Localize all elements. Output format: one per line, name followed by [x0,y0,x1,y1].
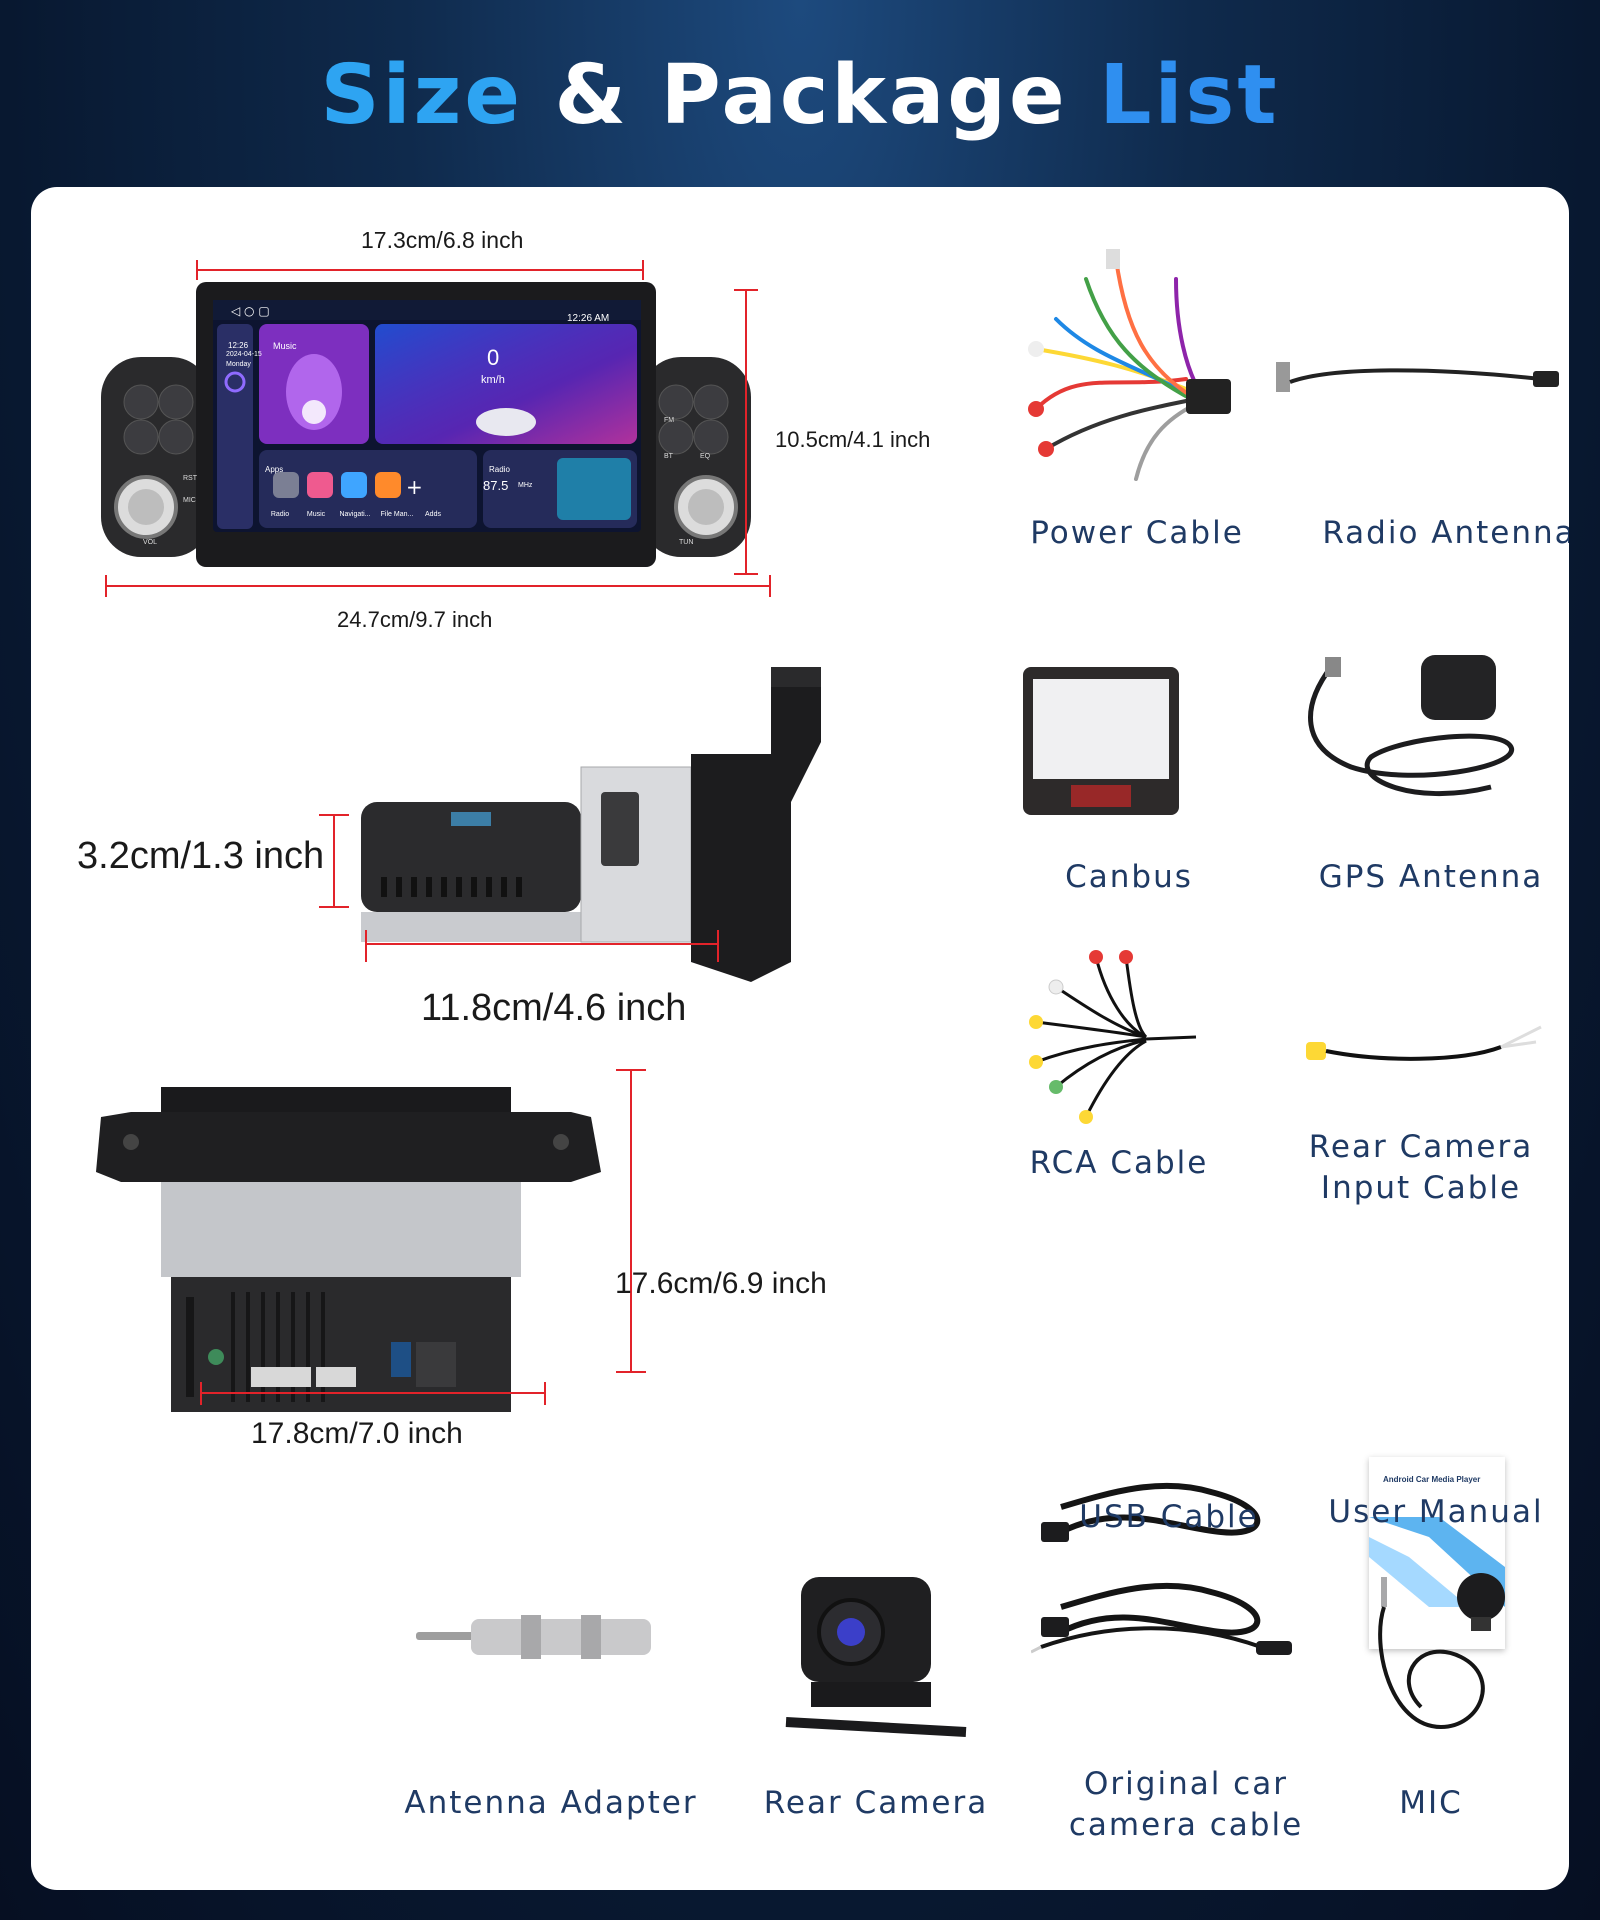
label-antenna-adapter: Antenna Adapter [404,1785,698,1821]
label-radio-antenna: Radio Antenna [1322,515,1569,551]
dim-top-width: 17.3cm/6.8 inch [361,227,524,253]
canbus-image [1023,667,1179,815]
label-mic: MIC [1399,1785,1463,1821]
screen-radio-label: Radio [489,465,510,474]
head-unit-side-image [361,667,821,982]
label-original-car-camera-cable: Original car camera cable [1046,1764,1326,1846]
label-rca-cable: RCA Cable [1029,1145,1209,1181]
btn-eq-label: EQ [700,453,711,460]
original-car-camera-cable-image [1031,1626,1292,1655]
gps-antenna-image [1308,655,1514,797]
front-height-dimension [734,289,758,575]
dim-side-height: 3.2cm/1.3 inch [77,835,325,877]
label-rear-camera-input-cable: Rear Camera Input Cable [1271,1127,1569,1209]
svg-text:◁ ○ ▢: ◁ ○ ▢ [230,304,270,318]
title-list: List [1099,48,1280,143]
label-original-car-camera-line2: camera cable [1068,1807,1304,1843]
dim-bottom-width: 24.7cm/9.7 inch [337,607,493,632]
app-navigation-label: Navigati... [339,511,371,518]
label-canbus: Canbus [1065,859,1193,895]
dim-back-width: 17.8cm/7.0 inch [251,1417,463,1450]
screen-speed-unit: km/h [481,374,505,386]
screen-time: 12:26 AM [567,313,610,324]
label-rear-camera-input-line2: Input Cable [1320,1170,1522,1206]
btn-rst-label: RST [183,475,197,482]
manual-cover-graphic [1369,1517,1505,1607]
app-radio-label: Radio [270,511,290,518]
dim-depth: 11.8cm/4.6 inch [421,987,687,1029]
head-unit-back-image [96,1087,601,1412]
manual-title: Android Car Media Player [1383,1475,1481,1484]
screen-apps-label: Apps [265,465,284,474]
rca-cable-image [1029,950,1197,1124]
back-dimension-lines [200,1069,646,1405]
label-power-cable: Power Cable [1030,515,1244,551]
title-package: Package [660,48,1068,143]
usb-cable-image [1041,1482,1261,1637]
label-original-car-camera-line1: Original car [1084,1766,1288,1802]
label-rear-camera: Rear Camera [763,1785,989,1821]
radio-antenna-image [1276,362,1559,392]
head-unit-front-image: ◁ ○ ▢ + [101,282,751,567]
app-file-manager-label: File Man... [380,511,414,518]
screen-weekday: Monday [226,361,251,368]
app-adds-label: Adds [425,511,441,518]
mic-image [1378,1573,1505,1730]
screen-app-row: Radio Music Navigati... File Man... Adds [265,511,495,518]
btn-vol-label: VOL [143,539,158,546]
title-size: Size [320,48,523,143]
screen-speed: 0 [487,345,500,370]
screen-date: 2024-04-15 [226,351,262,358]
front-bottom-width-dimension [105,575,771,597]
antenna-adapter-image [416,1615,651,1659]
btn-bt-label: BT [664,453,673,460]
rear-camera-image [785,1577,967,1737]
svg-text:+: + [406,475,423,499]
screen-clock-small: 12:26 [228,341,249,350]
rear-camera-input-cable-image [1306,1025,1542,1061]
screen-music-label: Music [273,341,297,351]
page-title: Size & Package List [0,48,1600,143]
dim-height: 10.5cm/4.1 inch [775,427,931,452]
label-user-manual: User Manual [1328,1494,1544,1530]
front-view-dimension-lines [196,260,644,280]
btn-fm-label: FM [664,417,675,424]
btn-mic-label: MIC [183,497,196,504]
screen-radio-unit: MHz [518,482,533,489]
side-dimension-lines [319,814,719,962]
label-rear-camera-input-line1: Rear Camera [1308,1129,1534,1165]
screen-radio-freq: 87.5 [483,478,509,493]
label-usb-cable: USB Cable [1079,1499,1259,1535]
content-panel: 17.3cm/6.8 inch ◁ ○ ▢ [31,187,1569,1890]
app-music-label: Music [306,511,326,518]
title-amp: & [554,48,630,143]
label-gps-antenna: GPS Antenna [1318,859,1544,895]
btn-tun-label: TUN [679,539,694,546]
dim-back-height: 17.6cm/6.9 inch [615,1267,827,1300]
power-cable-image [1028,249,1231,481]
